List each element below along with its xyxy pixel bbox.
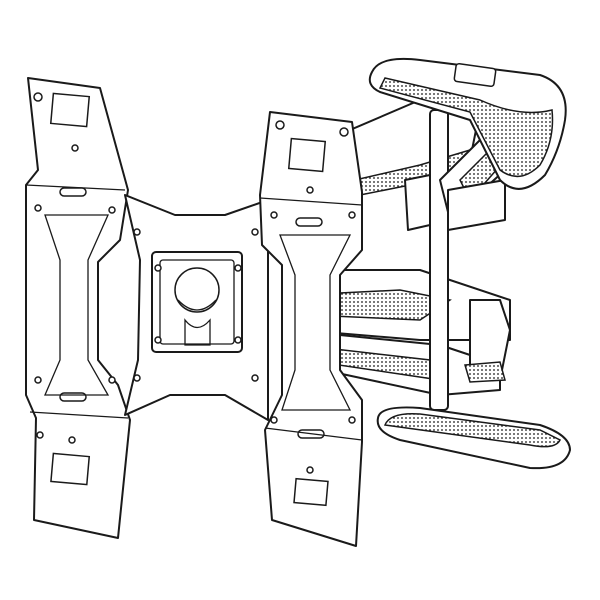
right-vertical-plate: [259, 111, 363, 547]
top-arm-handle: [368, 57, 567, 190]
left-vertical-plate: [25, 77, 131, 539]
center-bracket: [124, 194, 269, 421]
bottom-arm-handle: [376, 406, 571, 470]
